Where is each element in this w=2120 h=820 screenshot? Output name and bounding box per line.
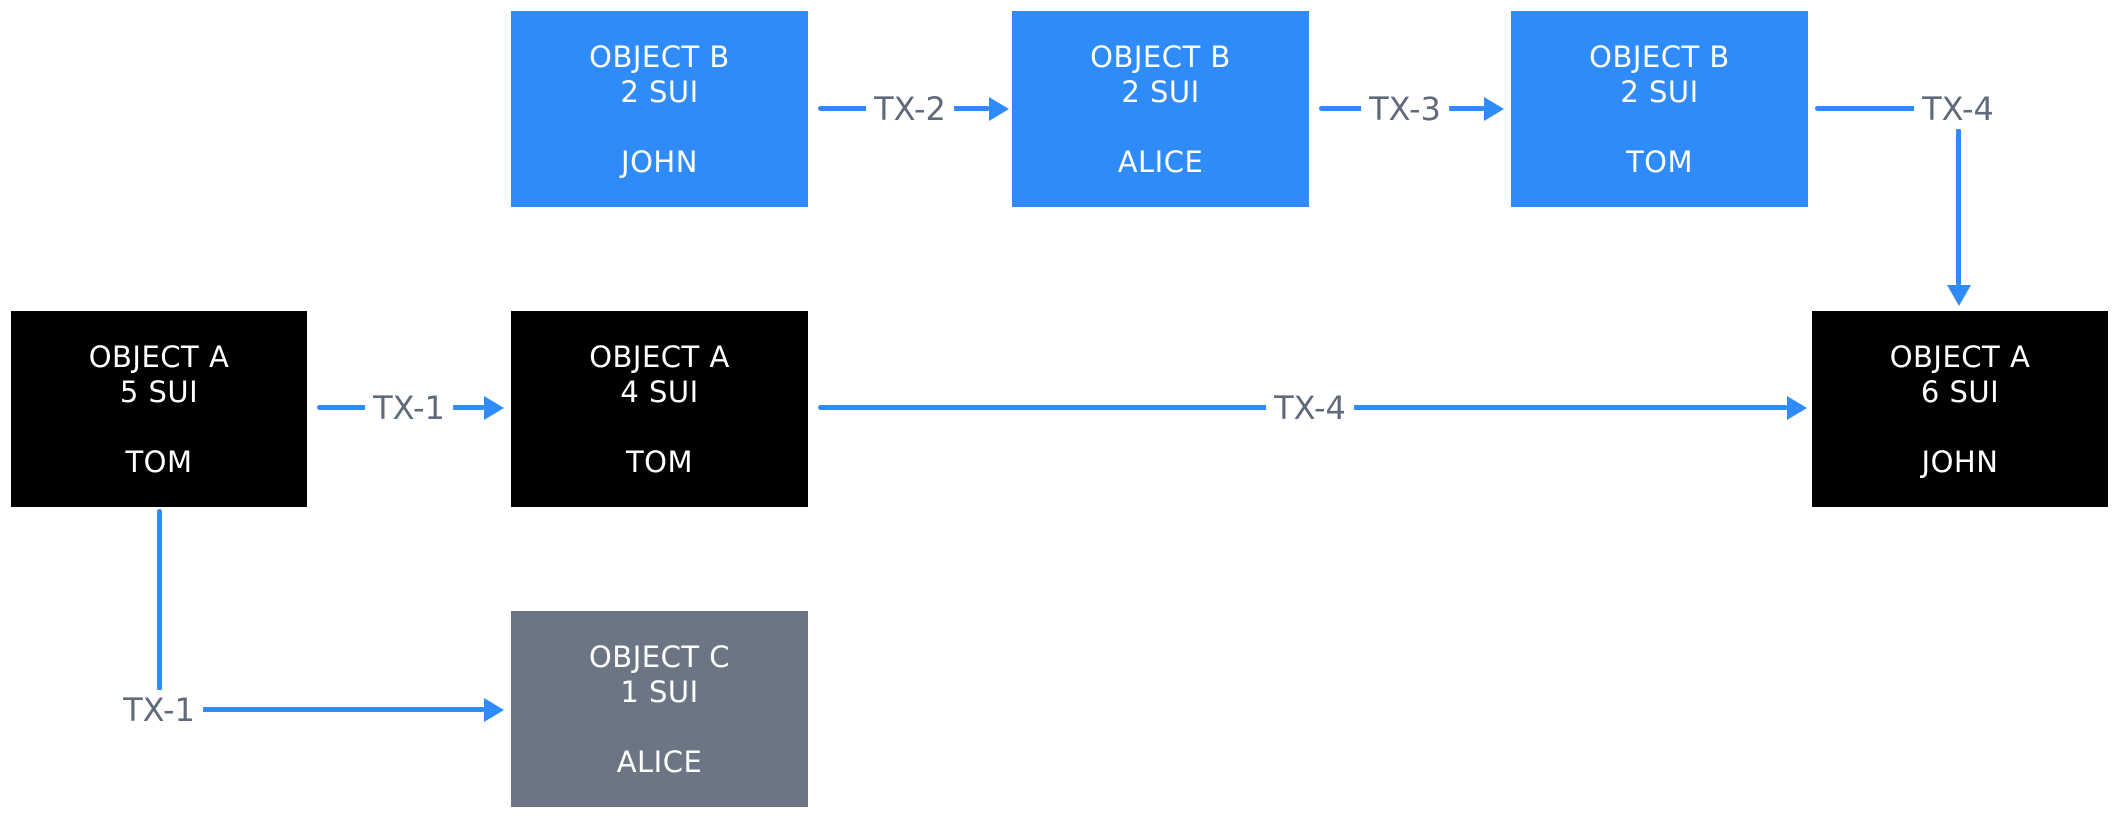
node-owner: JOHN xyxy=(1921,445,1999,479)
node-object-c-alice: OBJECT C 1 SUI ALICE xyxy=(511,611,808,807)
tx4-elbow-vertical-line xyxy=(1956,128,1961,286)
node-owner: TOM xyxy=(1625,145,1694,179)
node-title: OBJECT B xyxy=(1090,40,1231,74)
node-amount: 4 SUI xyxy=(620,375,699,409)
tx4-long-arrow-label: TX-4 xyxy=(1266,388,1354,428)
node-amount: 2 SUI xyxy=(1620,75,1699,109)
tx1-elbow-label: TX-1 xyxy=(115,690,203,730)
node-title: OBJECT B xyxy=(589,40,730,74)
node-amount: 1 SUI xyxy=(620,675,699,709)
tx3-arrow-label: TX-3 xyxy=(1361,89,1449,129)
node-title: OBJECT C xyxy=(588,640,731,674)
node-amount: 2 SUI xyxy=(620,75,699,109)
node-owner: TOM xyxy=(125,445,193,479)
node-spacer xyxy=(1511,110,1808,145)
node-owner: TOM xyxy=(625,445,694,479)
tx1-elbow-horizontal-line xyxy=(192,707,485,712)
node-spacer xyxy=(11,410,307,445)
node-owner: JOHN xyxy=(621,145,698,179)
node-object-b-john: OBJECT B 2 SUI JOHN xyxy=(511,11,808,207)
node-title: OBJECT A xyxy=(1889,340,2031,374)
node-spacer xyxy=(511,410,808,445)
tx4-elbow-label: TX-4 xyxy=(1914,89,2002,129)
node-owner: ALICE xyxy=(1117,145,1204,179)
node-spacer xyxy=(511,710,808,745)
node-object-a-6sui-john: OBJECT A 6 SUI JOHN xyxy=(1812,311,2108,507)
node-spacer xyxy=(1012,110,1309,145)
node-object-a-4sui-tom: OBJECT A 4 SUI TOM xyxy=(511,311,808,507)
tx2-arrow-label: TX-2 xyxy=(866,89,954,129)
tx4-elbow-horizontal-line xyxy=(1815,106,1958,111)
node-object-b-alice: OBJECT B 2 SUI ALICE xyxy=(1012,11,1309,207)
node-amount: 2 SUI xyxy=(1121,75,1200,109)
node-spacer xyxy=(1812,410,2108,445)
node-title: OBJECT A xyxy=(88,340,230,374)
node-object-a-5sui-tom: OBJECT A 5 SUI TOM xyxy=(11,311,307,507)
node-object-b-tom: OBJECT B 2 SUI TOM xyxy=(1511,11,1808,207)
node-owner: ALICE xyxy=(616,745,703,779)
tx1-arrow-label: TX-1 xyxy=(365,388,453,428)
tx1-elbow-vertical-line xyxy=(157,509,162,691)
node-title: OBJECT B xyxy=(1589,40,1730,74)
node-amount: 5 SUI xyxy=(119,375,199,409)
node-spacer xyxy=(511,110,808,145)
node-amount: 6 SUI xyxy=(1920,375,2000,409)
node-title: OBJECT A xyxy=(589,340,730,374)
